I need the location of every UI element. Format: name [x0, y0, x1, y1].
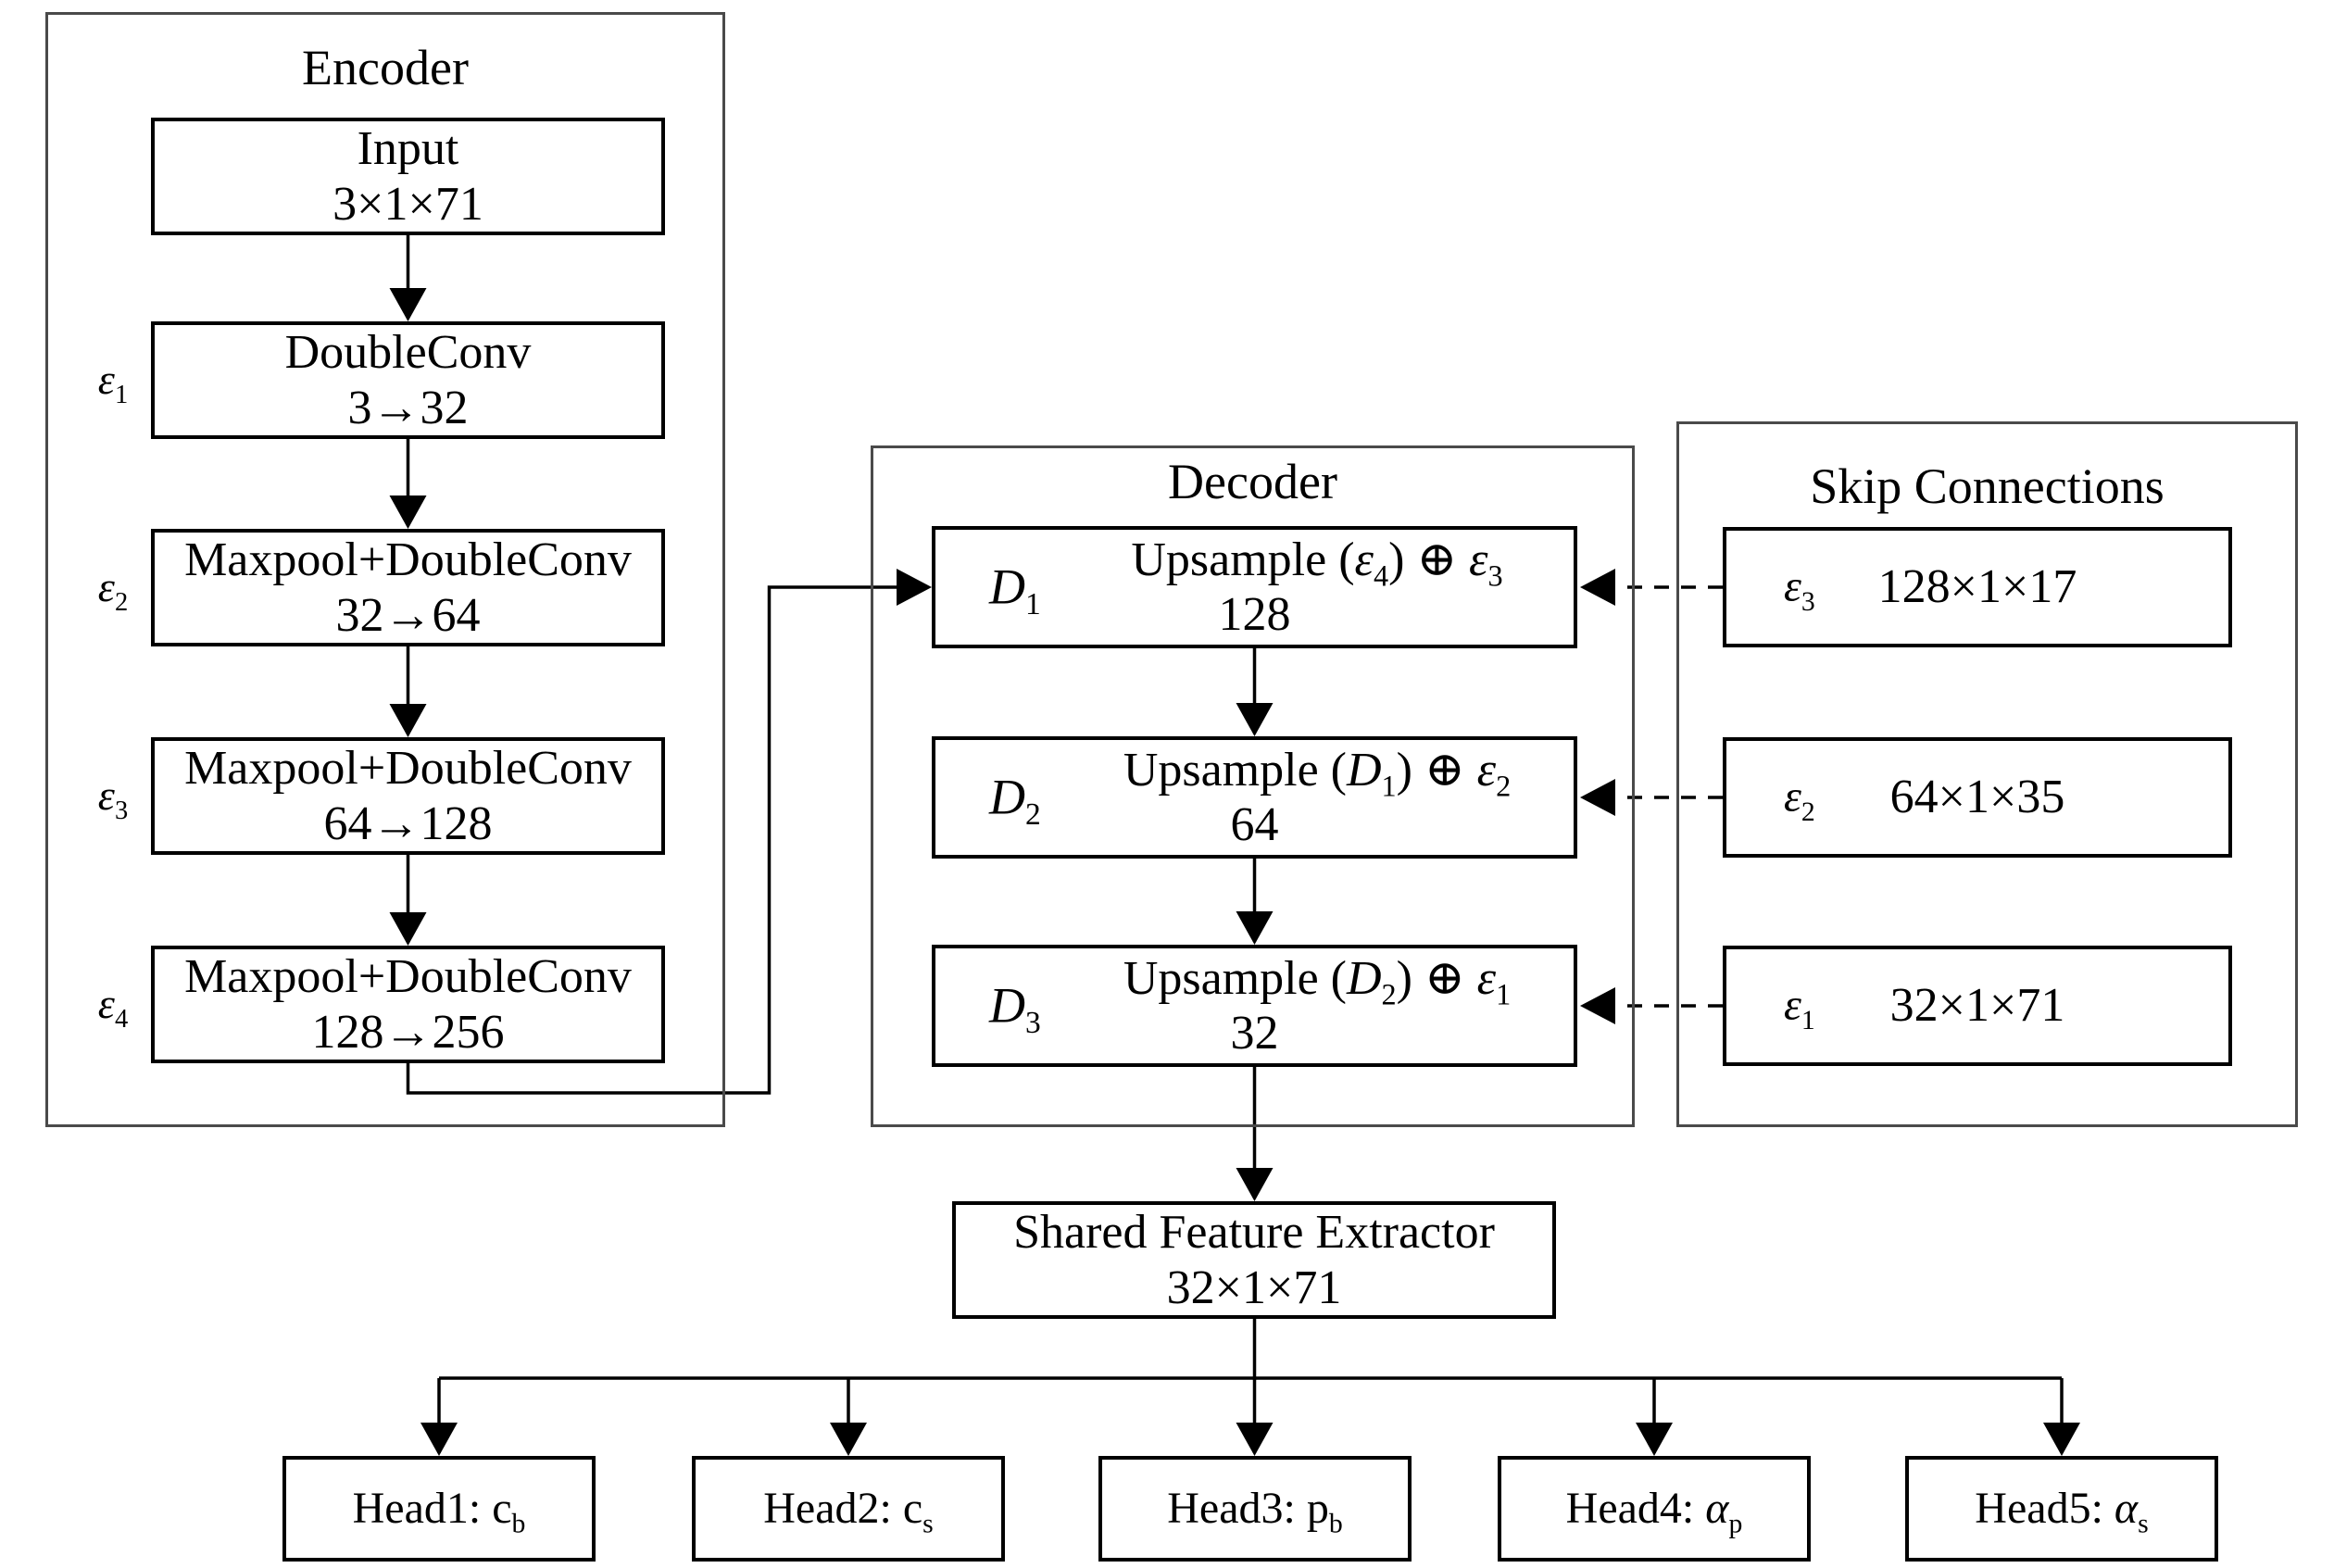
branch-arrowhead-head5 [2043, 1423, 2080, 1456]
decoder-panel-title: Decoder [1168, 454, 1337, 509]
skip-block-e1: ε1 32×1×71 [1723, 946, 2232, 1066]
encoder-block-e2-line1: Maxpool+DoubleConv [184, 533, 632, 587]
head2-block: Head2: cs [692, 1456, 1005, 1562]
head1-label: Head1: cb [352, 1483, 526, 1538]
branch-arrowhead-head3 [1236, 1423, 1274, 1456]
encoder-block-input: Input 3×1×71 [151, 118, 665, 235]
encoder-label-e3: ε3 [97, 771, 129, 825]
encoder-block-e4-channels: 128→256 [311, 1005, 505, 1059]
skip-block-e3: ε3 128×1×17 [1723, 527, 2232, 647]
decoder-block-d1-channels: 128 [1218, 588, 1291, 641]
encoder-block-input-shape: 3×1×71 [333, 177, 483, 231]
head4-block: Head4: αp [1498, 1456, 1811, 1562]
skip-block-e2-label: ε2 [1784, 771, 1815, 828]
arrow-enc3-to-enc4-head [389, 912, 427, 946]
skip-arrow-e2-head [1580, 779, 1615, 816]
encoder-block-e1-channels: 3→32 [347, 381, 469, 434]
branch-shared-to-heads [420, 1319, 2080, 1456]
shared-feature-extractor-shape: 32×1×71 [1166, 1261, 1342, 1314]
decoder-block-d2-channels: 64 [1230, 798, 1279, 851]
skip-block-e1-shape: 32×1×71 [1889, 979, 2065, 1033]
encoder-block-e4-line1: Maxpool+DoubleConv [184, 950, 632, 1004]
decoder-block-d2: D2 Upsample (D1) ⊕ ε2 64 [932, 736, 1577, 859]
arrow-dec3-to-shared [1236, 1067, 1274, 1201]
encoder-block-e1-line1: DoubleConv [284, 326, 532, 380]
arrow-input-to-enc1-head [389, 288, 427, 321]
head5-block: Head5: αs [1905, 1456, 2218, 1562]
arrow-dec3-to-shared-head [1236, 1168, 1274, 1201]
encoder-label-e2: ε2 [97, 563, 129, 617]
branch-arrowhead-head1 [420, 1423, 458, 1456]
arrow-enc1-to-enc2-head [389, 495, 427, 529]
encoder-block-e1: DoubleConv 3→32 [151, 321, 665, 439]
encoder-panel-title: Encoder [302, 40, 469, 95]
decoder-block-d1: D1 Upsample (ε4) ⊕ ε3 128 [932, 526, 1577, 648]
skip-connections-panel: Skip Connections [1676, 421, 2298, 1127]
encoder-block-e4: Maxpool+DoubleConv 128→256 [151, 946, 665, 1063]
branch-arrowhead-head2 [830, 1423, 867, 1456]
encoder-label-e1: ε1 [97, 356, 129, 409]
head4-label: Head4: αp [1565, 1483, 1743, 1538]
decoder-block-d1-label: D1 [989, 558, 1041, 622]
arrow-dec1-to-dec2 [1236, 648, 1274, 736]
encoder-block-e3-channels: 64→128 [323, 797, 493, 850]
head1-block: Head1: cb [282, 1456, 596, 1562]
head3-label: Head3: pb [1167, 1483, 1343, 1538]
skip-arrow-e1-to-dec3 [1580, 987, 1723, 1024]
arrow-enc2-to-enc3-head [389, 704, 427, 737]
encoder-panel: Encoder [45, 12, 725, 1127]
shared-feature-extractor-title: Shared Feature Extractor [1013, 1206, 1495, 1260]
arrow-input-to-enc1 [389, 235, 427, 321]
skip-block-e2: ε2 64×1×35 [1723, 737, 2232, 858]
skip-block-e2-shape: 64×1×35 [1889, 771, 2065, 824]
connector-enc4-to-dec1-head [897, 569, 932, 606]
decoder-block-d3: D3 Upsample (D2) ⊕ ε1 32 [932, 945, 1577, 1067]
arrow-dec2-to-dec3 [1236, 859, 1274, 945]
decoder-block-d3-label: D3 [989, 977, 1041, 1041]
encoder-block-input-line1: Input [357, 122, 459, 176]
encoder-block-e2-channels: 32→64 [335, 588, 481, 642]
encoder-block-e3: Maxpool+DoubleConv 64→128 [151, 737, 665, 855]
connector-enc4-to-dec1 [406, 569, 932, 1095]
skip-arrow-e3-head [1580, 569, 1615, 606]
decoder-block-d1-operation: Upsample (ε4) ⊕ ε3 [1131, 533, 1503, 593]
skip-arrow-e3-to-dec1 [1580, 569, 1723, 606]
skip-arrow-e1-head [1580, 987, 1615, 1024]
decoder-block-d3-channels: 32 [1230, 1007, 1279, 1060]
skip-block-e1-label: ε1 [1784, 980, 1815, 1036]
decoder-block-d3-operation: Upsample (D2) ⊕ ε1 [1123, 951, 1512, 1011]
head5-label: Head5: αs [1975, 1483, 2149, 1538]
encoder-block-e2: Maxpool+DoubleConv 32→64 [151, 529, 665, 646]
decoder-block-d2-label: D2 [989, 769, 1041, 833]
skip-block-e3-label: ε3 [1784, 561, 1815, 618]
encoder-label-e4: ε4 [97, 980, 129, 1034]
skip-arrow-e2-to-dec2 [1580, 779, 1723, 816]
connector-enc4-to-dec1-path [406, 585, 898, 1095]
skip-block-e3-shape: 128×1×17 [1877, 560, 2077, 614]
decoder-panel: Decoder [871, 445, 1635, 1127]
arrow-enc3-to-enc4 [389, 855, 427, 946]
skip-connections-panel-title: Skip Connections [1810, 458, 2165, 514]
arrow-enc2-to-enc3 [389, 646, 427, 737]
head2-label: Head2: cs [763, 1483, 934, 1538]
head3-block: Head3: pb [1098, 1456, 1412, 1562]
arrow-enc1-to-enc2 [389, 439, 427, 529]
arrow-dec1-to-dec2-head [1236, 703, 1274, 736]
shared-feature-extractor-block: Shared Feature Extractor 32×1×71 [952, 1201, 1556, 1319]
arrow-dec2-to-dec3-head [1236, 911, 1274, 945]
branch-arrowhead-head4 [1636, 1423, 1673, 1456]
decoder-block-d2-operation: Upsample (D1) ⊕ ε2 [1123, 743, 1512, 803]
encoder-block-e3-line1: Maxpool+DoubleConv [184, 742, 632, 796]
